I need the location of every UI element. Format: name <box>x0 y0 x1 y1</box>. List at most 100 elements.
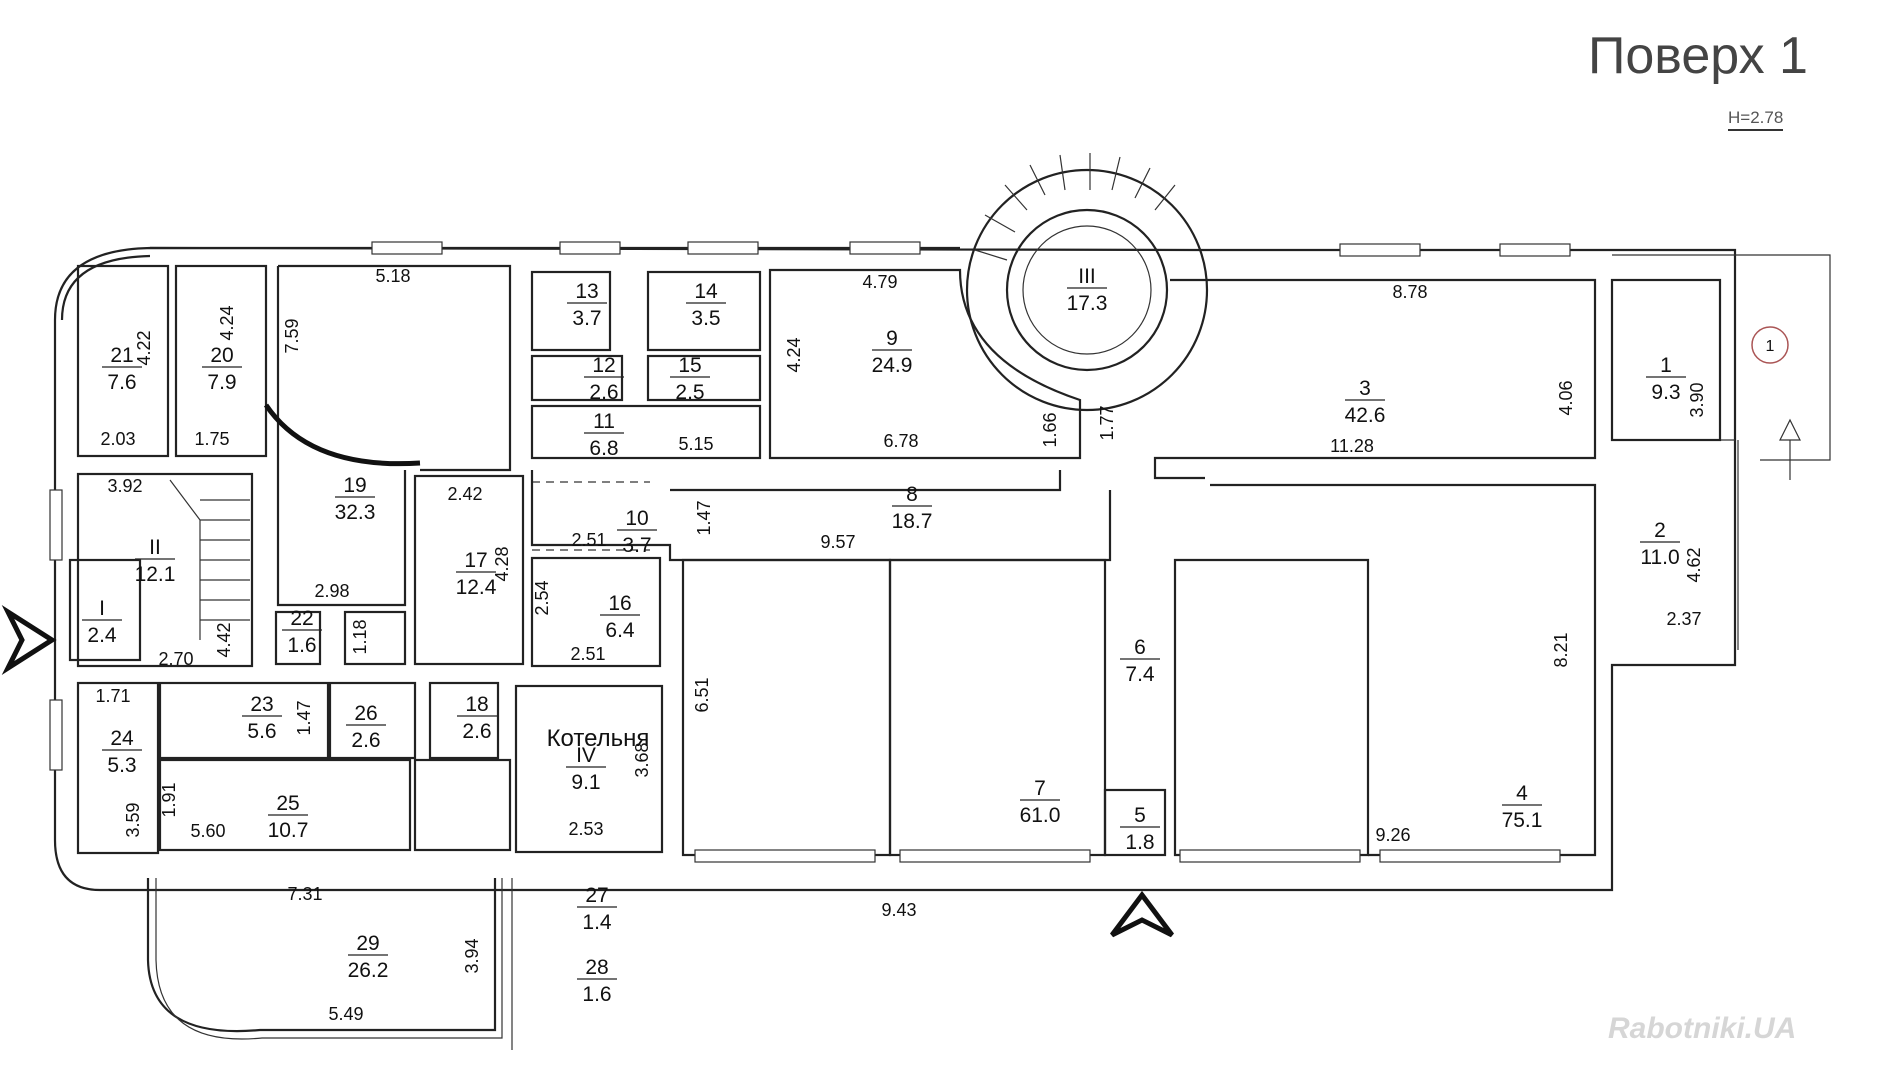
room-12-outline <box>530 354 624 402</box>
room-area: 42.6 <box>1345 404 1386 427</box>
dimension-label: 5.18 <box>375 266 410 286</box>
room-1-outline <box>1610 278 1722 442</box>
room-II-outline <box>76 472 254 668</box>
dimension-label: 4.06 <box>1556 380 1576 415</box>
room-area: 2.5 <box>675 381 704 404</box>
room-label: 924.9 <box>872 327 913 377</box>
room-21-outline <box>76 264 170 458</box>
dimension-label: 1.75 <box>194 429 229 449</box>
room-number: 3 <box>1359 377 1371 400</box>
room-label: IV9.1 <box>566 744 606 794</box>
dimension-label: 9.57 <box>820 532 855 552</box>
room-area: 2.4 <box>87 624 117 647</box>
outer-wall <box>53 246 1737 892</box>
room-area: 11.0 <box>1640 546 1679 569</box>
room-label: 67.4 <box>1120 636 1160 686</box>
watermark: Rabotniki.UA <box>1608 1012 1797 1045</box>
room-23-outline <box>158 681 330 760</box>
room-number: 1 <box>1660 354 1672 377</box>
room-label: 182.6 <box>457 693 497 743</box>
page-title: Поверх 1 <box>1588 27 1808 85</box>
room-25-outline <box>158 758 412 852</box>
room-label: 761.0 <box>1020 777 1061 827</box>
dimension-label: 1.66 <box>1040 412 1060 447</box>
room-number: 18 <box>465 693 488 716</box>
room-area: 26.2 <box>348 959 389 982</box>
room-29-outline <box>146 878 497 1033</box>
room-number: 8 <box>906 483 918 506</box>
dimension-label: 1.91 <box>159 782 179 817</box>
boiler-label: Котельня <box>547 725 650 752</box>
room-18-outline <box>428 681 500 760</box>
room-area: 12.4 <box>456 576 497 599</box>
dimension-label: 8.78 <box>1392 282 1427 302</box>
room-label: 281.6 <box>577 956 617 1006</box>
room-IV-outline <box>514 684 664 854</box>
dimension-label: 2.37 <box>1666 609 1701 629</box>
room-label: 166.4 <box>600 592 640 642</box>
height-tag: H=2.78 <box>1728 108 1784 131</box>
room-22-outline <box>274 610 322 666</box>
dimension-label: 2.51 <box>570 644 605 664</box>
room-area: 5.6 <box>247 720 276 743</box>
room-number: 9 <box>886 327 898 350</box>
dimension-label: 2.03 <box>100 429 135 449</box>
room-number: 23 <box>250 693 273 716</box>
room-number: 12 <box>592 354 615 377</box>
room-area: 1.6 <box>582 983 611 1006</box>
room-area: 7.4 <box>1125 663 1155 686</box>
dimension-label: 3.94 <box>462 938 482 973</box>
dimension-label: 5.15 <box>678 434 713 454</box>
dimension-label: 1.18 <box>350 619 370 654</box>
room-number: 13 <box>575 280 598 303</box>
dimension-label: 4.79 <box>862 272 897 292</box>
dimension-label: 2.51 <box>571 530 606 550</box>
room-number: 5 <box>1134 804 1146 827</box>
room-label: 133.7 <box>567 280 607 330</box>
room-13-outline <box>530 270 612 352</box>
room-24-outline <box>76 681 160 855</box>
room-label: 262.6 <box>346 702 386 752</box>
room-number: 6 <box>1134 636 1146 659</box>
room-area: 1.8 <box>1125 831 1154 854</box>
room-label: 103.7 <box>617 507 657 557</box>
room-label: 235.6 <box>242 693 282 743</box>
room-number: 24 <box>110 727 134 750</box>
room-area: 1.4 <box>582 911 612 934</box>
room-7-outline <box>888 558 1107 857</box>
room-17-outline <box>413 474 525 666</box>
room-label: 211.0 <box>1640 519 1680 569</box>
dimension-label: 3.59 <box>123 802 143 837</box>
room-area: 32.3 <box>335 501 376 524</box>
dimension-label: 5.49 <box>328 1004 363 1024</box>
room-area: 18.7 <box>892 510 933 533</box>
room-number: 27 <box>585 884 608 907</box>
room-5-outline <box>1103 788 1167 857</box>
room-area: 9.1 <box>571 771 600 794</box>
room-label: 217.6 <box>102 344 142 394</box>
dimension-label: 4.42 <box>214 622 234 657</box>
room-14-outline <box>646 270 762 352</box>
dimension-label: 3.90 <box>1687 382 1707 417</box>
room-labels: 217.6207.91932.3133.7143.5122.6152.5116.… <box>82 265 1686 1006</box>
room-area: 6.8 <box>589 437 618 460</box>
room-area: 3.7 <box>622 534 651 557</box>
marker-circle <box>1751 326 1789 364</box>
room-7a-outline <box>681 558 892 857</box>
dimension-label: 3.68 <box>632 742 652 777</box>
dimension-label: 2.70 <box>158 649 193 669</box>
room-26-outline <box>328 681 417 760</box>
room-number: 2 <box>1654 519 1666 542</box>
room-label: 207.9 <box>202 344 242 394</box>
dimension-label: 2.54 <box>532 580 552 615</box>
room-label: 221.6 <box>282 607 322 657</box>
dimension-label: 5.60 <box>190 821 225 841</box>
room-area: 5.3 <box>107 754 136 777</box>
room-area: 1.6 <box>287 634 316 657</box>
room-label: 475.1 <box>1502 782 1543 832</box>
